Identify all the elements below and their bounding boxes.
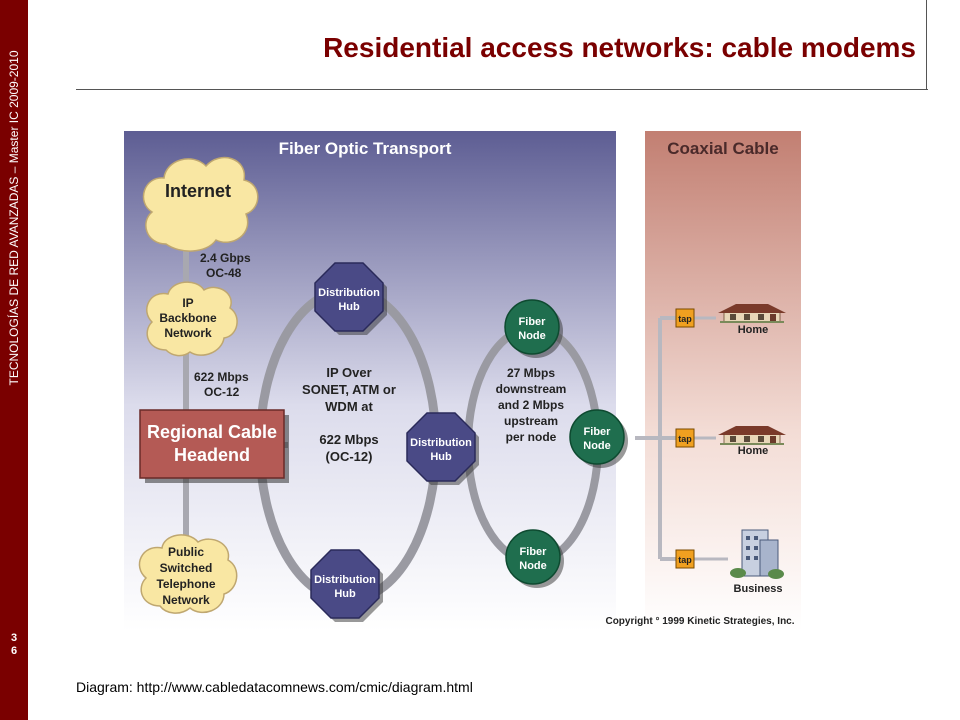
home-top: Home (717, 303, 787, 336)
svg-text:tap: tap (678, 555, 692, 565)
svg-text:OC-48: OC-48 (206, 266, 242, 280)
svg-text:SONET, ATM or: SONET, ATM or (302, 382, 396, 397)
svg-text:Distribution: Distribution (314, 574, 376, 586)
svg-text:Network: Network (162, 593, 210, 607)
svg-text:Distribution: Distribution (410, 437, 472, 449)
svg-text:Telephone: Telephone (156, 577, 215, 591)
svg-text:Public: Public (168, 545, 204, 559)
svg-text:Regional Cable: Regional Cable (147, 422, 277, 442)
diagram-source-caption: Diagram: http://www.cabledatacomnews.com… (76, 679, 473, 695)
coaxial-cable-header: Coaxial Cable (667, 139, 779, 158)
svg-text:Hub: Hub (334, 588, 356, 600)
svg-text:Headend: Headend (174, 445, 250, 465)
svg-text:2.4 Gbps: 2.4 Gbps (200, 251, 251, 265)
svg-text:622 Mbps: 622 Mbps (194, 370, 249, 384)
title-underline (76, 89, 928, 90)
svg-text:upstream: upstream (504, 414, 558, 428)
svg-text:Node: Node (583, 440, 611, 452)
svg-text:Node: Node (519, 560, 547, 572)
svg-text:WDM at: WDM at (325, 399, 373, 414)
svg-text:OC-12: OC-12 (204, 385, 240, 399)
svg-text:622 Mbps: 622 Mbps (319, 432, 378, 447)
internet-cloud: Internet (142, 156, 259, 252)
page-number: 3 6 (8, 632, 20, 658)
tap-bottom: tap (675, 549, 695, 569)
title-right-rule (926, 0, 927, 90)
home-middle: Home (717, 425, 787, 457)
distribution-hub-middle: Distribution Hub (406, 412, 479, 485)
sidebar (0, 0, 28, 720)
svg-text:Fiber: Fiber (584, 426, 612, 438)
svg-text:Hub: Hub (430, 451, 452, 463)
distribution-hub-top: Distribution Hub (314, 262, 387, 335)
copyright-notice: Copyright ° 1999 Kinetic Strategies, Inc… (605, 616, 794, 627)
fiber-optic-header: Fiber Optic Transport (279, 139, 452, 158)
office-building-icon (730, 529, 784, 579)
slide-title: Residential access networks: cable modem… (323, 32, 916, 63)
tap-middle: tap (675, 428, 695, 448)
svg-text:IP Over: IP Over (326, 365, 371, 380)
svg-text:(OC-12): (OC-12) (326, 449, 373, 464)
pstn-cloud: Public Switched Telephone Network (138, 534, 238, 614)
svg-text:tap: tap (678, 314, 692, 324)
svg-text:per node: per node (506, 430, 557, 444)
svg-text:Backbone: Backbone (159, 311, 217, 325)
page-number-digit-2: 6 (10, 645, 18, 657)
fiber-node-right: Fiber Node (569, 409, 628, 468)
ip-backbone-cloud: IP Backbone Network (146, 281, 238, 357)
svg-text:Switched: Switched (160, 561, 213, 575)
svg-text:Distribution: Distribution (318, 287, 380, 299)
fiber-node-bottom: Fiber Node (505, 529, 564, 588)
ring-transport-description: IP Over SONET, ATM or WDM at 622 Mbps (O… (302, 365, 396, 464)
tap-top: tap (675, 308, 695, 328)
page-number-digit-1: 3 (10, 632, 18, 644)
fiber-node-top: Fiber Node (504, 299, 563, 358)
distribution-hub-bottom: Distribution Hub (310, 549, 383, 622)
internet-label: Internet (165, 181, 231, 201)
svg-text:Fiber: Fiber (520, 546, 548, 558)
link-label-oc48: 2.4 Gbps OC-48 (200, 251, 251, 280)
regional-cable-headend: Regional Cable Headend (139, 409, 289, 483)
svg-text:Home: Home (738, 445, 769, 457)
svg-text:Node: Node (518, 330, 546, 342)
business-building: Business (730, 529, 784, 595)
fiber-node-bandwidth-description: 27 Mbps downstream and 2 Mbps upstream p… (496, 366, 567, 444)
svg-text:27 Mbps: 27 Mbps (507, 366, 555, 380)
svg-text:tap: tap (678, 434, 692, 444)
svg-text:Fiber: Fiber (519, 316, 547, 328)
svg-text:and 2 Mbps: and 2 Mbps (498, 398, 564, 412)
svg-text:IP: IP (182, 296, 193, 310)
svg-text:Home: Home (738, 324, 769, 336)
svg-text:Hub: Hub (338, 301, 360, 313)
svg-text:Business: Business (734, 583, 783, 595)
link-label-oc12: 622 Mbps OC-12 (194, 370, 249, 399)
svg-text:Network: Network (164, 326, 212, 340)
svg-text:downstream: downstream (496, 382, 567, 396)
